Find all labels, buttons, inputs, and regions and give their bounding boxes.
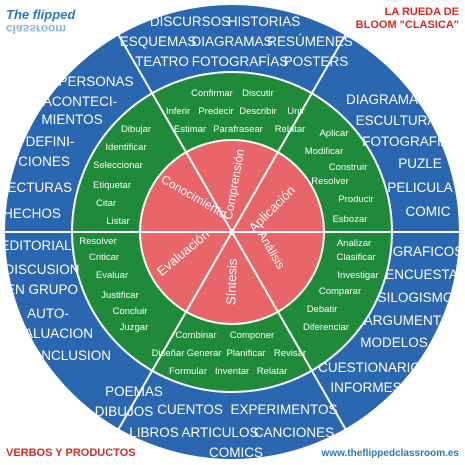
logo-line1: The flipped (6, 7, 76, 22)
product-bottom-8: COMICS (209, 445, 263, 460)
product-bottom-2: DIBUJOS (95, 404, 154, 419)
product-right-bottom-3: SILOGISMOS (378, 290, 463, 305)
product-left-bottom-2: DISCUSION (4, 262, 79, 277)
verb-aplicacion-2: Modificar (305, 146, 344, 157)
verb-comprension-5: Describir (239, 106, 276, 117)
verb-aplicacion-4: Resolver (311, 176, 349, 187)
product-top-4: DIAGRAMAS (191, 34, 272, 49)
verb-analisis-3: Investigar (337, 270, 378, 281)
product-right-top-5: PELICULA (387, 180, 452, 195)
verb-sintesis-2: Componer (230, 330, 274, 341)
product-top-3: ESQUEMAS (120, 34, 197, 49)
product-left-bottom-1: EDITORIAL (0, 238, 72, 253)
verb-sintesis-8: Inventar (215, 366, 249, 377)
verb-sintesis-4: Generar (187, 348, 222, 359)
verb-sintesis-9: Relatar (257, 366, 288, 377)
product-left-top-3: MIENTOS (41, 112, 102, 127)
product-top-2: HISTORIAS (228, 14, 301, 29)
product-bottom-7: CANCIONES (254, 425, 334, 440)
category-sintesis: Síntesis (223, 258, 240, 305)
verb-analisis-4: Comparar (319, 286, 361, 297)
verb-evaluacion-6: Juzgar (120, 322, 149, 333)
title-line1: LA RUEDA DE (384, 6, 459, 18)
verb-conocimiento-1: Dibujar (121, 124, 151, 135)
verb-analisis-5: Debatir (307, 304, 338, 315)
verb-comprension-9: Relatar (275, 124, 306, 135)
verb-evaluacion-3: Evaluar (96, 270, 128, 281)
verb-conocimiento-6: Listar (106, 216, 129, 227)
product-top-5: RESÚMENES (267, 34, 353, 49)
product-right-top-1: DIAGRAMA (346, 92, 418, 107)
product-right-bottom-1: GRAFICOS (393, 244, 464, 259)
verb-conocimiento-5: Citar (96, 198, 116, 209)
verb-conocimiento-2: Identificar (105, 142, 146, 153)
products-outer-ring: DISCURSOS HISTORIAS ESQUEMAS DIAGRAMAS R… (0, 14, 465, 460)
product-left-bottom-3: EN GRUPO (6, 282, 78, 297)
verb-comprension-1: Confirmar (191, 88, 233, 99)
product-bottom-4: EXPERIMENTOS (230, 402, 337, 417)
product-bottom-5: LIBROS (129, 425, 179, 440)
footer-left: VERBOS Y PRODUCTOS (6, 447, 136, 459)
product-left-top-5: CIONES (18, 154, 70, 169)
verb-analisis-2: Clasificar (336, 252, 375, 263)
product-top-8: POSTERS (284, 54, 349, 69)
product-left-bottom-5: EVALUACION (7, 326, 93, 341)
verb-conocimiento-4: Etiquetar (93, 180, 131, 191)
verb-sintesis-6: Revisar (274, 348, 306, 359)
verb-comprension-3: Inferir (166, 106, 190, 117)
verb-comprension-6: Unir (287, 106, 304, 117)
verb-evaluacion-2: Criticar (89, 252, 119, 263)
footer-right[interactable]: www.theflippedclassroom.es (321, 448, 459, 459)
product-top-1: DISCURSOS (150, 14, 230, 29)
logo: The flipped classroom (6, 6, 75, 36)
product-right-top-4: PUZLE (398, 156, 442, 171)
logo-line2: classroom (6, 22, 67, 36)
verb-analisis-1: Analizar (337, 238, 371, 249)
product-top-6: TEATRO (135, 54, 189, 69)
verb-comprension-4: Predecir (198, 106, 233, 117)
product-right-top-2: ESCULTURA (356, 113, 437, 128)
verb-analisis-6: Diferenciar (303, 322, 349, 333)
verb-conocimiento-3: Seleccionar (93, 160, 143, 171)
verbs-middle-ring: Confirmar Discutir Inferir Predecir Desc… (79, 88, 378, 377)
product-bottom-3: CUENTOS (157, 402, 223, 417)
verb-aplicacion-1: Aplicar (319, 128, 348, 139)
product-right-top-3: FOTOGRAFIA (362, 134, 450, 149)
verb-comprension-7: Estimar (174, 124, 206, 135)
product-right-top-6: COMIC (406, 204, 451, 219)
product-left-top-6: LECTURAS (0, 180, 72, 195)
verb-comprension-2: Discutir (242, 88, 274, 99)
product-left-top-1: PERSONAS (58, 74, 133, 89)
product-right-bottom-7: INFORMES (330, 380, 401, 395)
verb-evaluacion-1: Resolver (79, 236, 117, 247)
product-bottom-1: POEMAS (105, 384, 163, 399)
verb-comprension-8: Parafrasear (213, 124, 263, 135)
verb-evaluacion-5: Concluir (113, 306, 148, 317)
product-right-bottom-4: ARGUMENTOS (364, 313, 461, 328)
title-line2: BLOOM "CLASICA" (355, 19, 459, 31)
product-right-bottom-5: MODELOS (360, 335, 428, 350)
product-top-7: FOTOGRAFÍAS (192, 54, 289, 69)
verb-sintesis-3: Diseñar (152, 348, 185, 359)
verb-sintesis-5: Planificar (226, 348, 265, 359)
product-bottom-6: ARTICULOS (181, 425, 258, 440)
product-left-top-7: HECHOS (3, 206, 61, 221)
sector-dividers (4, 33, 460, 431)
verb-aplicacion-3: Construir (329, 162, 368, 173)
product-left-top-2: ACONTECI- (43, 94, 117, 109)
product-right-bottom-6: CUESTIONARIOS (318, 360, 430, 375)
product-left-bottom-6: CONCLUSION (21, 348, 111, 363)
verb-sintesis-7: Formular (169, 366, 207, 377)
page-title: LA RUEDA DE BLOOM "CLASICA" (356, 6, 459, 32)
product-left-top-4: DEFINI- (26, 134, 75, 149)
verb-evaluacion-4: Justificar (101, 290, 138, 301)
product-left-bottom-4: AUTO- (27, 306, 69, 321)
verb-aplicacion-6: Esbozar (333, 214, 368, 225)
product-right-bottom-2: ENCUESTAS (385, 267, 465, 282)
verb-sintesis-1: Combinar (175, 330, 216, 341)
verb-aplicacion-5: Producir (338, 194, 373, 205)
